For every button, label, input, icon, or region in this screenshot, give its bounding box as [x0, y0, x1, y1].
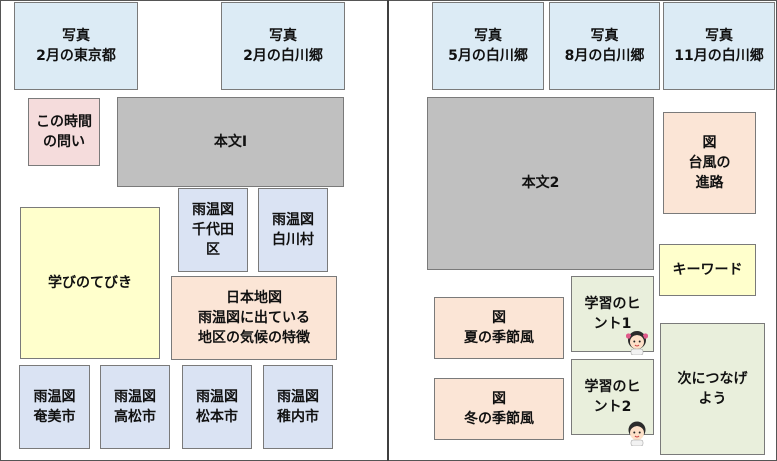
body-text-1: 本文Ⅰ [117, 97, 344, 187]
student-boy-icon [628, 421, 646, 446]
photo-shirakawa-february: 写真 2月の白川郷 [221, 2, 345, 90]
rain-chart-chiyoda: 雨温図 千代田 区 [178, 188, 248, 272]
keyword-box: キーワード [659, 244, 756, 296]
rain-chart-matsumoto: 雨温図 松本市 [182, 365, 252, 449]
connect-next-box: 次につなげ よう [660, 323, 765, 455]
typhoon-path-figure: 図 台風の 進路 [663, 112, 756, 214]
summer-monsoon-figure: 図 夏の季節風 [434, 297, 564, 359]
body-text-2: 本文2 [427, 97, 654, 270]
rain-chart-shirakawa: 雨温図 白川村 [258, 188, 328, 272]
rain-chart-takamatsu: 雨温図 高松市 [100, 365, 170, 449]
photo-shirakawa-november: 写真 11月の白川郷 [663, 2, 775, 90]
photo-tokyo-february: 写真 2月の東京都 [14, 2, 138, 90]
question-of-lesson: この時間 の問い [28, 98, 100, 166]
japan-map-figure: 日本地図 雨温図に出ている 地区の気候の特徴 [171, 276, 337, 360]
photo-shirakawa-august: 写真 8月の白川郷 [549, 2, 660, 90]
rain-chart-amami: 雨温図 奄美市 [19, 365, 90, 449]
learning-guide: 学びのてびき [20, 207, 160, 359]
winter-monsoon-figure: 図 冬の季節風 [434, 378, 564, 440]
rain-chart-wakkanai: 雨温図 稚内市 [263, 365, 333, 449]
page-divider [387, 0, 389, 461]
photo-shirakawa-may: 写真 5月の白川郷 [432, 2, 544, 90]
student-girl-icon [626, 331, 648, 355]
